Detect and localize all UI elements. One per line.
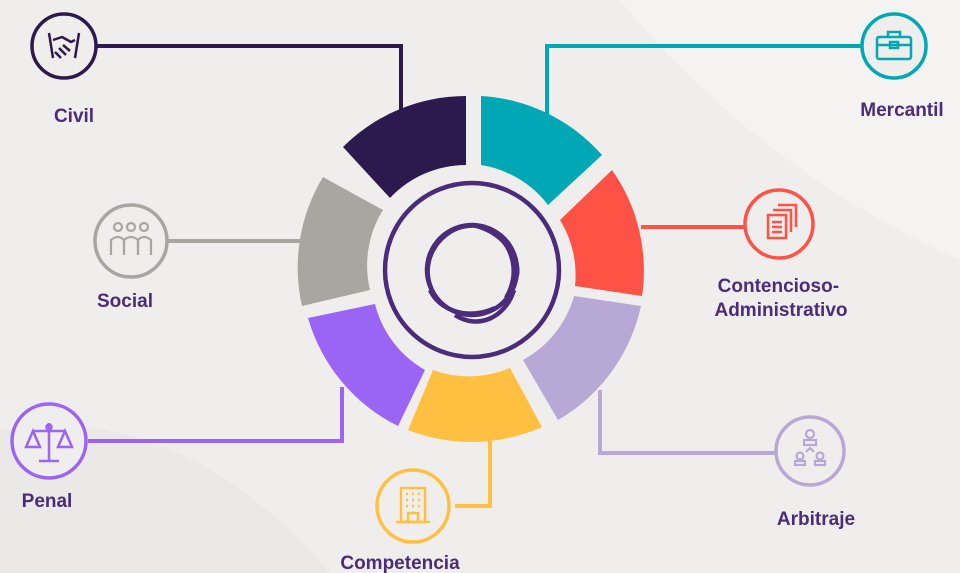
ring-segment-penal — [308, 304, 425, 426]
ring-segment-mercantil — [481, 96, 602, 205]
connector-civil — [93, 44, 403, 122]
label-mercantil: Mercantil — [860, 100, 943, 121]
node-circle-social — [93, 203, 169, 279]
node-circle-contencioso — [743, 188, 815, 260]
ring-segment-arbitraje — [523, 296, 641, 420]
connector-mercantil — [545, 44, 862, 122]
node-social — [93, 203, 169, 279]
connector-penal — [88, 387, 344, 443]
org-chart-icon — [793, 428, 827, 467]
building-icon — [396, 486, 430, 524]
node-mercantil — [860, 12, 928, 80]
node-penal — [10, 402, 88, 480]
label-penal: Penal — [22, 491, 73, 512]
background-swirl — [0, 425, 330, 573]
label-arbitraje: Arbitraje — [777, 509, 855, 530]
ring-segment-contencioso — [560, 170, 644, 296]
aperture-logo-icon — [382, 180, 562, 360]
people-group-icon — [109, 221, 153, 255]
ring-segment-social — [297, 177, 383, 306]
label-civil: Civil — [54, 106, 94, 127]
label-competencia: Competencia — [340, 553, 460, 573]
node-contencioso — [743, 188, 815, 260]
connector-competencia — [455, 441, 492, 508]
ring-segment-competencia — [408, 368, 542, 442]
connector-arbitraje — [598, 390, 776, 455]
ring-segment-civil — [343, 96, 466, 198]
node-arbitraje — [774, 415, 846, 487]
node-circle-arbitraje — [774, 415, 846, 487]
label-contencioso: Contencioso- Administrativo — [714, 276, 847, 321]
ring — [297, 96, 644, 442]
documents-icon — [766, 203, 798, 240]
node-competencia — [375, 468, 451, 544]
scales-icon — [24, 423, 74, 463]
handshake-icon — [47, 32, 81, 59]
briefcase-icon — [875, 30, 913, 61]
label-social: Social — [97, 291, 153, 312]
node-civil — [30, 12, 98, 80]
